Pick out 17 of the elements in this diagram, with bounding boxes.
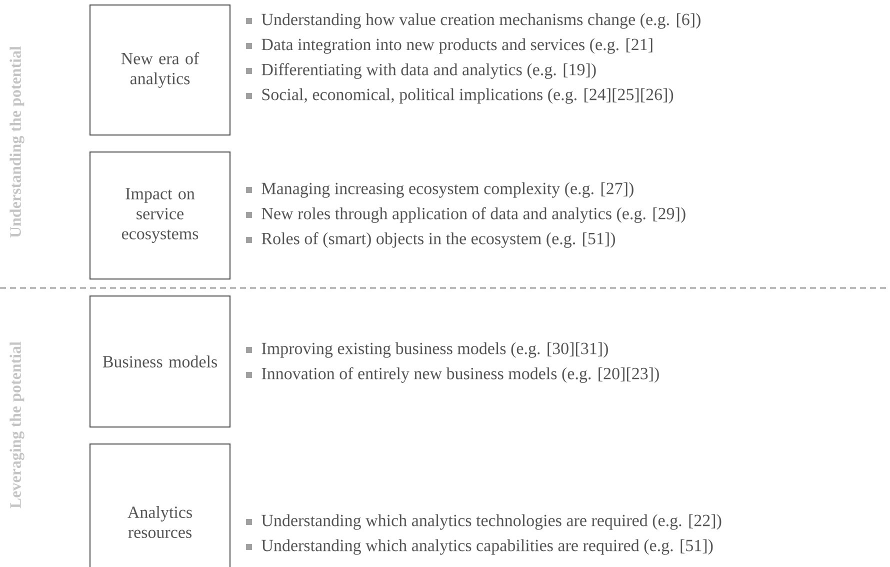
section-label: Leveraging the potential [10, 342, 24, 508]
bullet-item: New roles through application of data and analytics (e.g. [29]) [246, 207, 686, 223]
bullet-item: Understanding how value creation mechanisms change (e.g. [6]) [246, 13, 700, 29]
bullet-item: Improving existing business models (e.g. [30][31]) [246, 342, 608, 358]
category-box: New era of analytics [90, 4, 230, 136]
category-box: Business models [90, 296, 230, 428]
section-label: Understanding the potential [10, 46, 24, 238]
bullet-item: Understanding which analytics capabilities are required (e.g. [51]) [246, 539, 713, 555]
bullet-item: Understanding which analytics technologies are required (e.g. [22]) [246, 514, 722, 530]
bullet-item: Data integration into new products and services (e.g. [21] [246, 38, 652, 54]
bullet-item: Differentiating with data and analytics (e.g. [19]) [246, 63, 596, 79]
category-box: Impact on service ecosystems [90, 152, 230, 280]
bullet-item: Innovation of entirely new business models (e.g. [20][23]) [246, 367, 659, 383]
bullet-item: Social, economical, political implications (e.g. [24][25][26]) [246, 88, 674, 104]
category-box: Analytics resources [90, 444, 230, 567]
bullet-item: Managing increasing ecosystem complexity (e.g. [27]) [246, 182, 634, 198]
bullet-item: Roles of (smart) objects in the ecosystem (e.g. [51]) [246, 232, 616, 248]
